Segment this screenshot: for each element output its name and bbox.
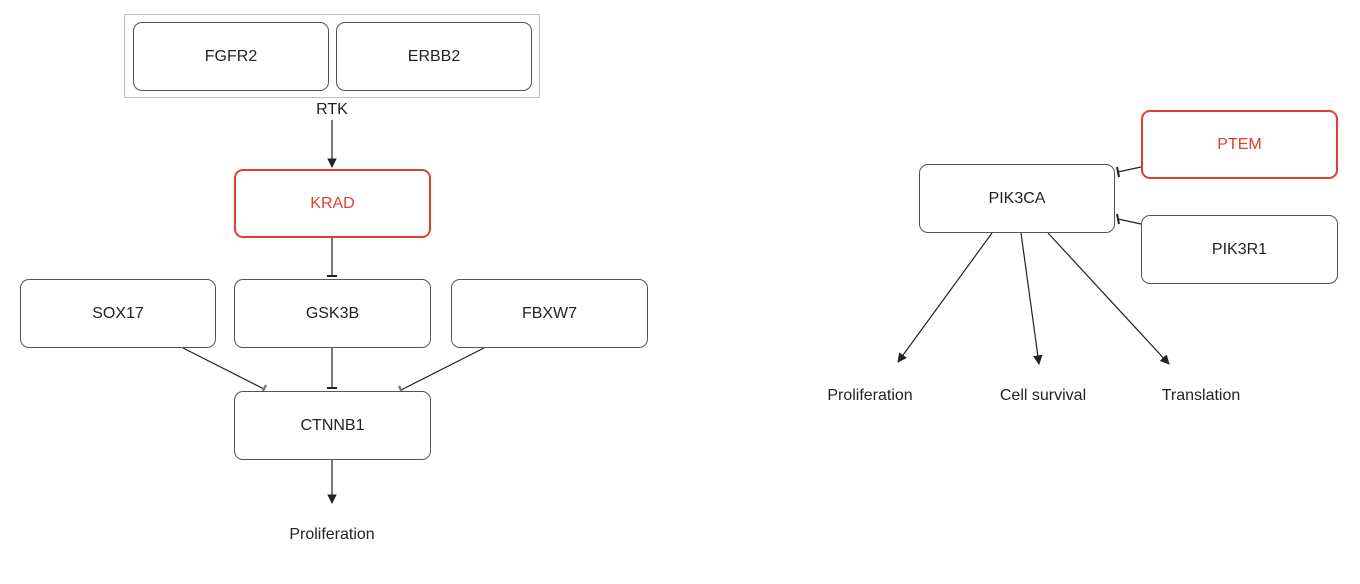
edge-sox17-inhibits-ctnnb1	[182, 347, 265, 390]
outcome-translation: Translation	[1161, 387, 1241, 404]
inhibit-bar-pik3ca-from-pik3r1	[1116, 213, 1120, 225]
edge-pik3r1-inhibits-pik3ca	[1117, 218, 1142, 225]
node-pik3r1[interactable]: PIK3R1	[1141, 215, 1338, 284]
node-ctnnb1[interactable]: CTNNB1	[234, 391, 431, 460]
node-erbb2[interactable]: ERBB2	[336, 22, 532, 91]
node-fbxw7[interactable]: FBXW7	[451, 279, 648, 348]
node-kras[interactable]: KRAD	[234, 169, 431, 238]
edge-pik3ca-to-translation	[1047, 232, 1170, 365]
node-pik3ca[interactable]: PIK3CA	[919, 164, 1115, 233]
edge-pik3ca-to-cell-survival	[1020, 232, 1043, 365]
outcome-cell-survival: Cell survival	[999, 387, 1087, 404]
rtk-group-box	[124, 14, 540, 98]
node-sox17[interactable]: SOX17	[20, 279, 216, 348]
node-gsk3b[interactable]: GSK3B	[234, 279, 431, 348]
node-fgfr2[interactable]: FGFR2	[133, 22, 329, 91]
edge-pten-inhibits-pik3ca	[1117, 166, 1142, 173]
inhibit-bar-pik3ca-from-pten	[1116, 166, 1120, 178]
edge-fbxw7-inhibits-ctnnb1	[400, 347, 485, 391]
outcome-proliferation-left: Proliferation	[289, 526, 375, 543]
rtk-group-label: RTK	[316, 101, 348, 118]
outcome-proliferation-right: Proliferation	[827, 387, 913, 404]
edge-pik3ca-to-proliferation	[897, 232, 993, 363]
node-pten[interactable]: PTEM	[1141, 110, 1338, 179]
